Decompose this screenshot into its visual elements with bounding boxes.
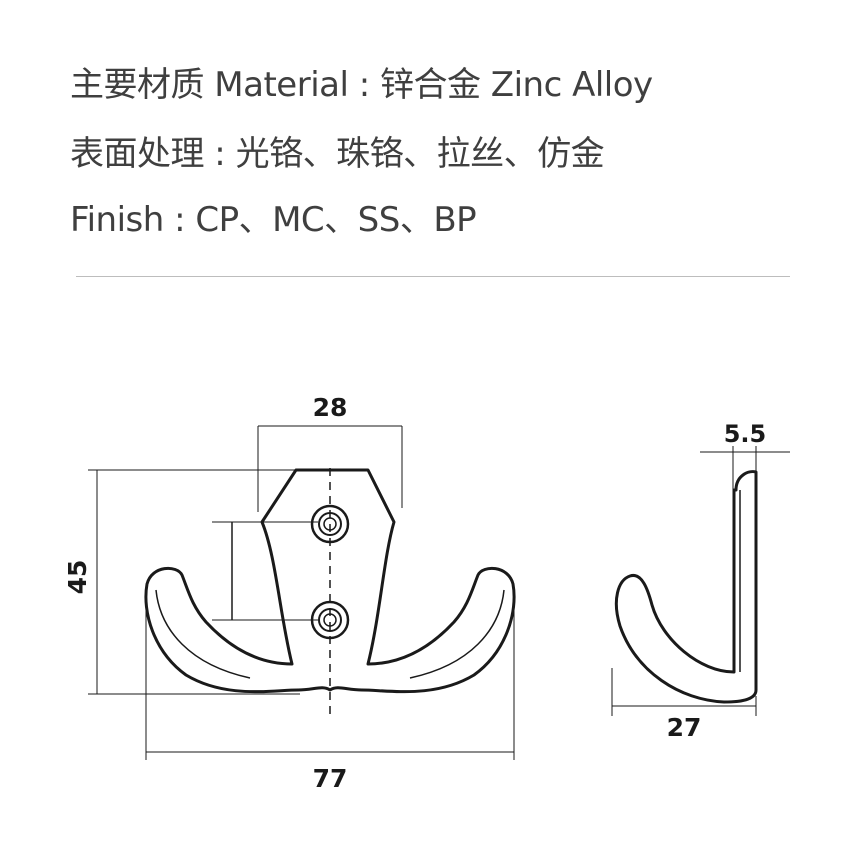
top-width-dimension (257, 425, 403, 512)
thickness-label: 5.5 (724, 420, 767, 448)
hook-front-inner-line-left (155, 589, 251, 679)
side-view: 5.5 27 (611, 420, 790, 742)
hook-side-outline (614, 470, 758, 704)
height-dimension (88, 469, 300, 695)
hole-spacing-dimension (212, 521, 318, 621)
width-label: 77 (313, 764, 348, 793)
divider-line (76, 276, 790, 277)
finish-spec-english: Finish : CP、MC、SS、BP (70, 200, 477, 240)
front-view: 28 45 77 (63, 393, 516, 793)
depth-dimension (611, 668, 757, 716)
depth-label: 27 (667, 713, 702, 742)
hook-front-outline (144, 468, 516, 694)
material-spec: 主要材质 Material : 锌合金 Zinc Alloy (70, 65, 653, 105)
finish-spec-chinese: 表面处理 : 光铬、珠铬、拉丝、仿金 (70, 134, 605, 174)
width-dimension (145, 600, 515, 760)
thickness-dimension (700, 446, 790, 490)
hole-spacing-label: 28 (313, 393, 348, 422)
height-label: 45 (63, 560, 92, 595)
hook-front-inner-line-right (409, 589, 505, 679)
